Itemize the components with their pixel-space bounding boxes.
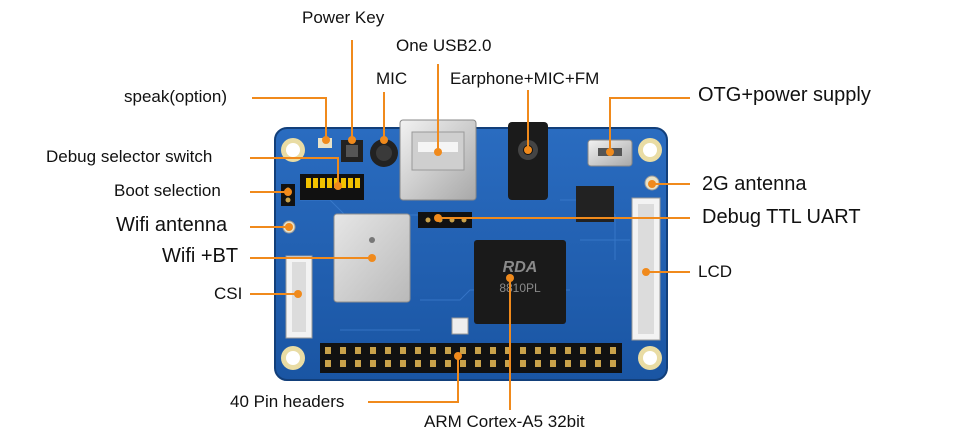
label-earphone: Earphone+MIC+FM	[450, 69, 600, 88]
power-ic	[576, 186, 614, 222]
header-pin	[490, 347, 496, 354]
header-pin	[400, 360, 406, 367]
button-small	[451, 317, 469, 335]
label-wifi-antenna: Wifi antenna	[116, 214, 228, 236]
header-pin	[535, 347, 541, 354]
header-pin	[505, 347, 511, 354]
main-soc-chip: RDA 8810PL	[474, 240, 566, 324]
pin-header-base	[320, 343, 622, 373]
header-pin	[325, 347, 331, 354]
pin-header-40	[320, 343, 622, 373]
lcd-connector	[631, 197, 661, 341]
header-pin	[430, 360, 436, 367]
header-pin	[385, 360, 391, 367]
dip-switch	[300, 174, 364, 200]
header-pin	[325, 360, 331, 367]
label-debug-selector: Debug selector switch	[46, 147, 213, 166]
label-one-usb: One USB2.0	[396, 36, 492, 55]
label-lcd: LCD	[698, 262, 733, 281]
header-pin	[550, 347, 556, 354]
leader-speak	[252, 97, 327, 140]
leader-debug-selector	[250, 157, 339, 186]
header-pin	[475, 347, 481, 354]
header-pin	[550, 360, 556, 367]
header-pin	[520, 360, 526, 367]
label-pin-headers: 40 Pin headers	[230, 392, 345, 411]
header-pin	[355, 360, 361, 367]
mounting-hole	[638, 346, 662, 370]
header-pin	[445, 360, 451, 367]
leader-lines	[250, 40, 690, 410]
header-pin	[460, 347, 466, 354]
label-boot-selection: Boot selection	[114, 181, 221, 200]
header-pin	[595, 347, 601, 354]
label-2g-antenna: 2G antenna	[702, 173, 807, 195]
header-pin	[580, 360, 586, 367]
label-arm: ARM Cortex-A5 32bit	[424, 412, 585, 431]
mounting-hole	[638, 138, 662, 162]
header-pin	[610, 360, 616, 367]
header-pin	[580, 347, 586, 354]
chip-model: 8810PL	[499, 281, 541, 295]
header-pin	[565, 347, 571, 354]
header-pin	[415, 360, 421, 367]
header-pin	[340, 347, 346, 354]
header-pin	[385, 347, 391, 354]
label-speak: speak(option)	[124, 87, 228, 106]
header-pin	[520, 347, 526, 354]
header-pin	[370, 347, 376, 354]
label-power-key: Power Key	[302, 8, 385, 27]
label-csi: CSI	[214, 284, 243, 303]
leader-dots	[284, 136, 656, 360]
header-pin	[400, 347, 406, 354]
mounting-hole	[281, 138, 305, 162]
label-mic: MIC	[376, 69, 408, 88]
label-otg: OTG+power supply	[698, 84, 871, 106]
chip-brand: RDA	[503, 259, 538, 276]
header-pin	[475, 360, 481, 367]
mic-component	[370, 139, 398, 167]
header-pin	[340, 360, 346, 367]
label-wifi-bt: Wifi +BT	[162, 245, 239, 267]
header-pin	[430, 347, 436, 354]
header-pin	[460, 360, 466, 367]
header-pin	[445, 347, 451, 354]
debug-uart-header	[418, 212, 472, 228]
label-debug-ttl: Debug TTL UART	[702, 206, 861, 228]
mounting-hole	[281, 346, 305, 370]
header-pin	[610, 347, 616, 354]
header-pin	[490, 360, 496, 367]
header-pin	[370, 360, 376, 367]
header-pin	[565, 360, 571, 367]
header-pin	[415, 347, 421, 354]
power-key-switch	[341, 140, 363, 162]
header-pin	[535, 360, 541, 367]
header-pin	[595, 360, 601, 367]
header-pin	[505, 360, 511, 367]
leader-pin-headers	[368, 356, 459, 403]
header-pin	[355, 347, 361, 354]
leader-otg	[609, 97, 690, 152]
